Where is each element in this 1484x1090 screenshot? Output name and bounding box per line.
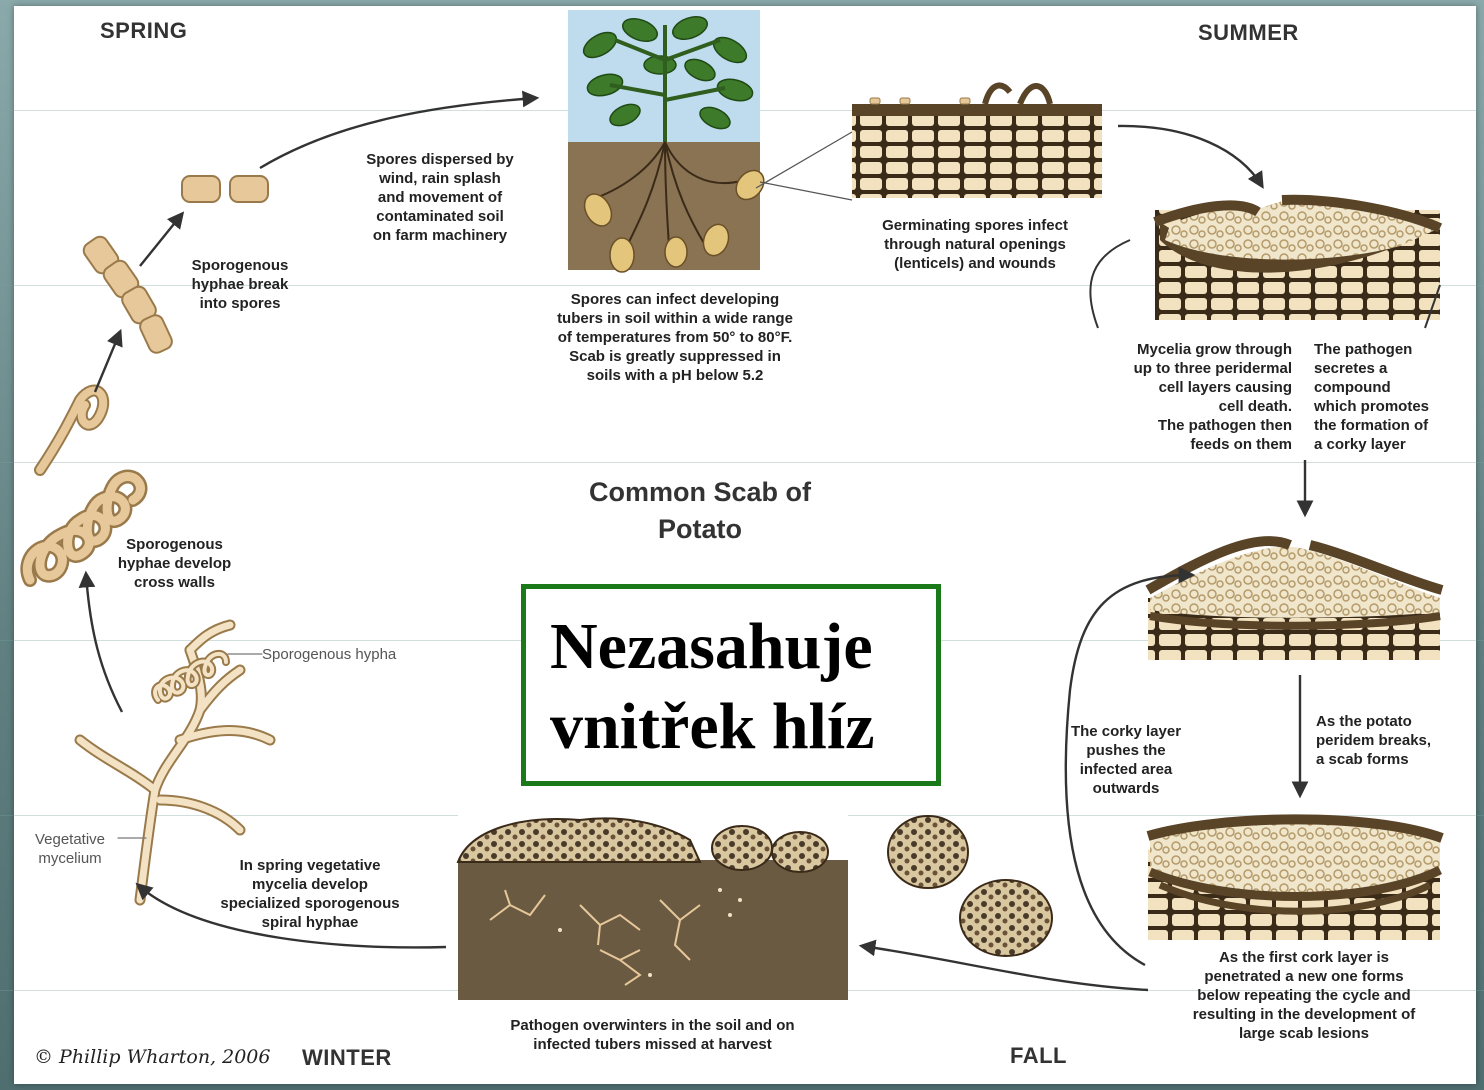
- scabby-tubers: [888, 816, 1052, 956]
- season-winter: WINTER: [302, 1045, 392, 1071]
- label-germinating: Germinating spores infect through natura…: [845, 216, 1105, 273]
- label-spores-dispersed: Spores dispersed by wind, rain splash an…: [330, 150, 550, 245]
- season-spring: SPRING: [100, 18, 187, 44]
- overlay-callout-text: Nezasahuje vnitřek hlíz: [550, 607, 875, 767]
- label-overwinters: Pathogen overwinters in the soil and on …: [455, 1016, 850, 1054]
- winter-soil-panel: [458, 760, 848, 1000]
- label-corky-layer: The corky layer pushes the infected area…: [1046, 722, 1206, 798]
- label-vegetative-mycelium: Vegetative mycelium: [20, 830, 120, 868]
- infection-panel-1: [1155, 200, 1440, 320]
- label-mycelia-grow: Mycelia grow through up to three perider…: [1080, 340, 1292, 454]
- label-periderm-breaks: As the potato peridem breaks, a scab for…: [1316, 712, 1476, 769]
- season-fall: FALL: [1010, 1043, 1067, 1069]
- infection-panel-2: [1148, 541, 1442, 660]
- periderm-panel: [852, 86, 1102, 198]
- label-first-cork: As the first cork layer is penetrated a …: [1154, 948, 1454, 1043]
- label-sporogenous-hypha: Sporogenous hypha: [262, 645, 442, 664]
- label-cross-walls: Sporogenous hyphae develop cross walls: [92, 535, 257, 592]
- copyright-signature: © Phillip Wharton, 2006: [34, 1046, 271, 1068]
- hyphae-segments: [81, 234, 175, 356]
- label-sporogenous-break: Sporogenous hyphae break into spores: [165, 256, 315, 313]
- infection-panel-3: [1148, 819, 1442, 940]
- spores: [182, 176, 268, 202]
- overlay-callout-box: Nezasahuje vnitřek hlíz: [521, 584, 941, 786]
- label-spores-infect: Spores can infect developing tubers in s…: [515, 290, 835, 385]
- season-summer: SUMMER: [1198, 20, 1299, 46]
- label-spring-vegetative: In spring vegetative mycelia develop spe…: [190, 856, 430, 932]
- diagram-title: Common Scab of Potato: [540, 474, 860, 548]
- label-pathogen-secretes: The pathogen secretes a compound which p…: [1314, 340, 1474, 454]
- potato-plant-panel: [568, 10, 852, 272]
